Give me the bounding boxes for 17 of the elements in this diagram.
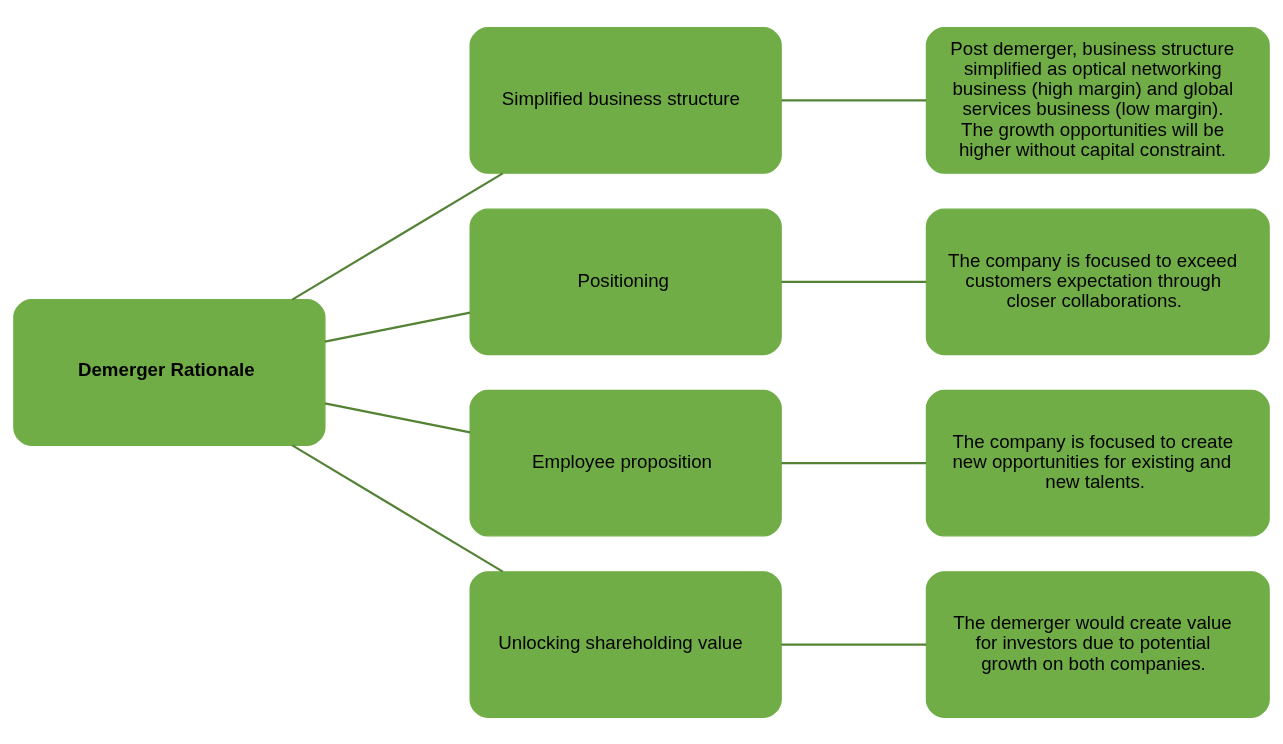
connector (781, 461, 927, 464)
node-box: Simplified business structure (469, 26, 782, 174)
node-box: Post demerger, business structure simplified as optical networking business (high margin) and global services business (low margin). The growth opportunities will be higher without capital constraint. (925, 26, 1270, 174)
node-box: Positioning (469, 207, 782, 355)
connector (781, 642, 927, 646)
node-box: Employee proposition (469, 389, 782, 537)
connector (324, 311, 471, 343)
node-box: The company is focused to create new opportunities for existing and new talents. (925, 389, 1270, 537)
connector (291, 171, 504, 300)
connector (291, 444, 504, 573)
connector (781, 98, 927, 102)
connector (781, 280, 927, 283)
node-box: Unlocking shareholding value (469, 570, 782, 718)
node-box: Demerger Rationale (13, 298, 326, 446)
node-box: The demerger would create value for investors due to potential growth on both companies. (925, 570, 1270, 718)
connector (324, 401, 471, 433)
node-box: The company is focused to exceed customers expectation through closer collaborations. (925, 207, 1270, 355)
